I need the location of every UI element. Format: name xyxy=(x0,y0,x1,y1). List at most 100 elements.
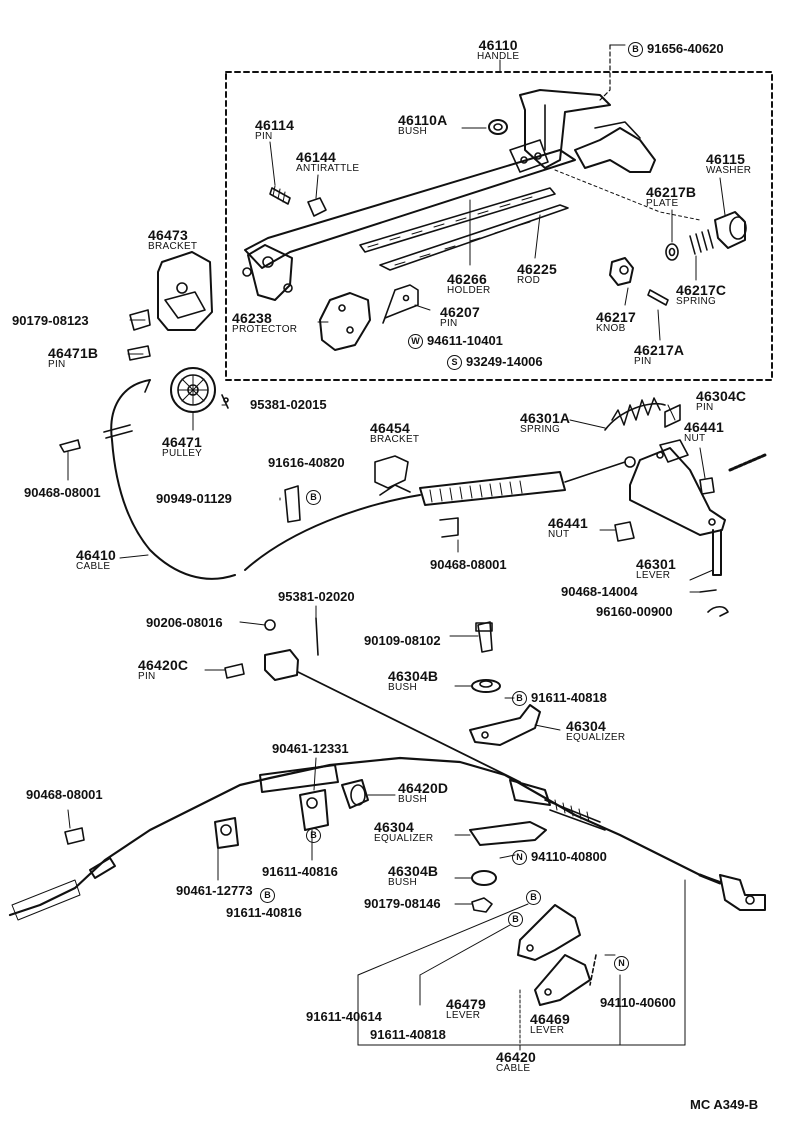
part-46471: 46471 PULLEY xyxy=(162,435,202,459)
part-number: 94110-40800 xyxy=(531,849,607,864)
b-symbol-4: B xyxy=(526,890,545,906)
part-94110-40600: 94110-40600 xyxy=(600,996,676,1009)
part-46266: 46266 HOLDER xyxy=(447,272,490,296)
cable-clamps xyxy=(214,779,547,913)
part-name: BRACKET xyxy=(148,241,198,252)
part-90179-08123: 90179-08123 xyxy=(12,314,89,327)
handle-small-parts xyxy=(269,119,747,351)
part-name: PULLEY xyxy=(162,448,203,459)
part-46114: 46114 PIN xyxy=(255,118,294,142)
b-symbol-5: B xyxy=(508,912,527,928)
part-number: 46301A xyxy=(520,410,571,426)
part-46304-a: 46304 EQUALIZER xyxy=(566,719,625,743)
n-symbol: N xyxy=(614,956,633,972)
part-number: 90206-08016 xyxy=(146,615,223,630)
part-name: CABLE xyxy=(496,1063,531,1074)
part-name: EQUALIZER xyxy=(374,833,434,844)
part-number: 46110A xyxy=(398,112,448,128)
part-94611-10401: W 94611-10401 xyxy=(408,333,503,350)
part-name: PIN xyxy=(440,318,458,329)
part-number: 90949-01129 xyxy=(156,491,232,506)
part-number: 46469 xyxy=(530,1011,570,1027)
part-name: NUT xyxy=(548,529,570,540)
part-91616-40820: 91616-40820 xyxy=(268,456,345,469)
part-90468-14004: 90468-14004 xyxy=(561,585,638,598)
part-number: 90179-08123 xyxy=(12,313,89,328)
part-name: PIN xyxy=(255,131,273,142)
part-90949-01129: 90949-01129 xyxy=(156,492,232,505)
part-number: 96160-00900 xyxy=(596,604,673,619)
part-number: 46471B xyxy=(48,345,99,361)
part-46144: 46144 ANTIRATTLE xyxy=(296,150,359,174)
part-number: 46217B xyxy=(646,184,697,200)
part-46217B: 46217B PLATE xyxy=(646,185,696,209)
part-46115: 46115 WASHER xyxy=(706,152,751,176)
part-46410: 46410 CABLE xyxy=(76,548,116,572)
part-number: 46304C xyxy=(696,388,747,404)
part-number: 90468-08001 xyxy=(26,787,103,802)
part-number: 91611-40818 xyxy=(531,690,607,705)
part-46441-b: 46441 NUT xyxy=(548,516,588,540)
b-symbol-icon: B xyxy=(508,912,523,928)
part-name: WASHER xyxy=(706,165,752,176)
part-91611-40816-a: 91611-40816 xyxy=(262,865,338,878)
leader-lines xyxy=(67,127,726,1051)
part-number: 46115 xyxy=(706,151,746,167)
part-number: 46238 xyxy=(232,310,272,326)
part-number: 46410 xyxy=(76,547,116,563)
part-number: 91611-40816 xyxy=(262,864,338,879)
figure-code: MC A349-B xyxy=(690,1097,759,1112)
part-90109-08102: 90109-08102 xyxy=(364,634,441,647)
part-name: CABLE xyxy=(76,561,111,572)
part-name: PIN xyxy=(696,402,714,413)
part-number: 90461-12773 xyxy=(176,883,253,898)
part-46110: 46110 HANDLE xyxy=(477,38,519,62)
intermediate-cable xyxy=(244,455,636,571)
part-name: PIN xyxy=(48,359,66,370)
handle-group-frame xyxy=(225,71,773,381)
part-46238: 46238 PROTECTOR xyxy=(232,311,297,335)
part-name: KNOB xyxy=(596,323,626,334)
part-number: 46304 xyxy=(566,718,606,734)
part-91611-40614: 91611-40614 xyxy=(306,1010,382,1023)
part-46110A: 46110A BUSH xyxy=(398,113,447,137)
b-symbol-icon: B xyxy=(306,490,321,506)
part-46304B-2: 46304B BUSH xyxy=(388,864,438,888)
part-46304-b: 46304 EQUALIZER xyxy=(374,820,433,844)
part-91611-40816-b: 91611-40816 xyxy=(226,906,302,919)
part-46479: 46479 LEVER xyxy=(446,997,486,1021)
part-number: 94110-40600 xyxy=(600,995,676,1010)
part-number: 90468-14004 xyxy=(561,584,638,599)
part-46301: 46301 LEVER xyxy=(636,557,676,581)
part-name: PLATE xyxy=(646,198,679,209)
b-symbol-3: B xyxy=(260,888,279,904)
equalizer-area xyxy=(224,617,541,783)
b-symbol-icon: B xyxy=(526,890,541,906)
front-cable xyxy=(59,379,236,580)
part-name: BUSH xyxy=(398,126,427,137)
part-number: 46304 xyxy=(374,819,414,835)
part-name: LEVER xyxy=(636,570,671,581)
part-46420C: 46420C PIN xyxy=(138,658,188,682)
part-name: BUSH xyxy=(398,794,427,805)
part-number: 90109-08102 xyxy=(364,633,441,648)
part-number: 46266 xyxy=(447,271,487,287)
part-46217: 46217 KNOB xyxy=(596,310,636,334)
part-number: 46225 xyxy=(517,261,557,277)
part-number: 46144 xyxy=(296,149,336,165)
lever-assembly xyxy=(604,397,767,617)
w-symbol-icon: W xyxy=(408,334,423,350)
part-number: 46207 xyxy=(440,304,480,320)
part-46454: 46454 BRACKET xyxy=(370,421,419,445)
part-number: 46301 xyxy=(636,556,676,572)
part-number: 90468-08001 xyxy=(24,485,101,500)
part-90206-08016: 90206-08016 xyxy=(146,616,223,629)
holder-and-rod xyxy=(359,187,569,271)
part-number: 94611-10401 xyxy=(427,333,503,348)
part-number: 91611-40818 xyxy=(370,1027,446,1042)
part-46473: 46473 BRACKET xyxy=(148,228,197,252)
b-symbol-2: B xyxy=(306,828,325,844)
